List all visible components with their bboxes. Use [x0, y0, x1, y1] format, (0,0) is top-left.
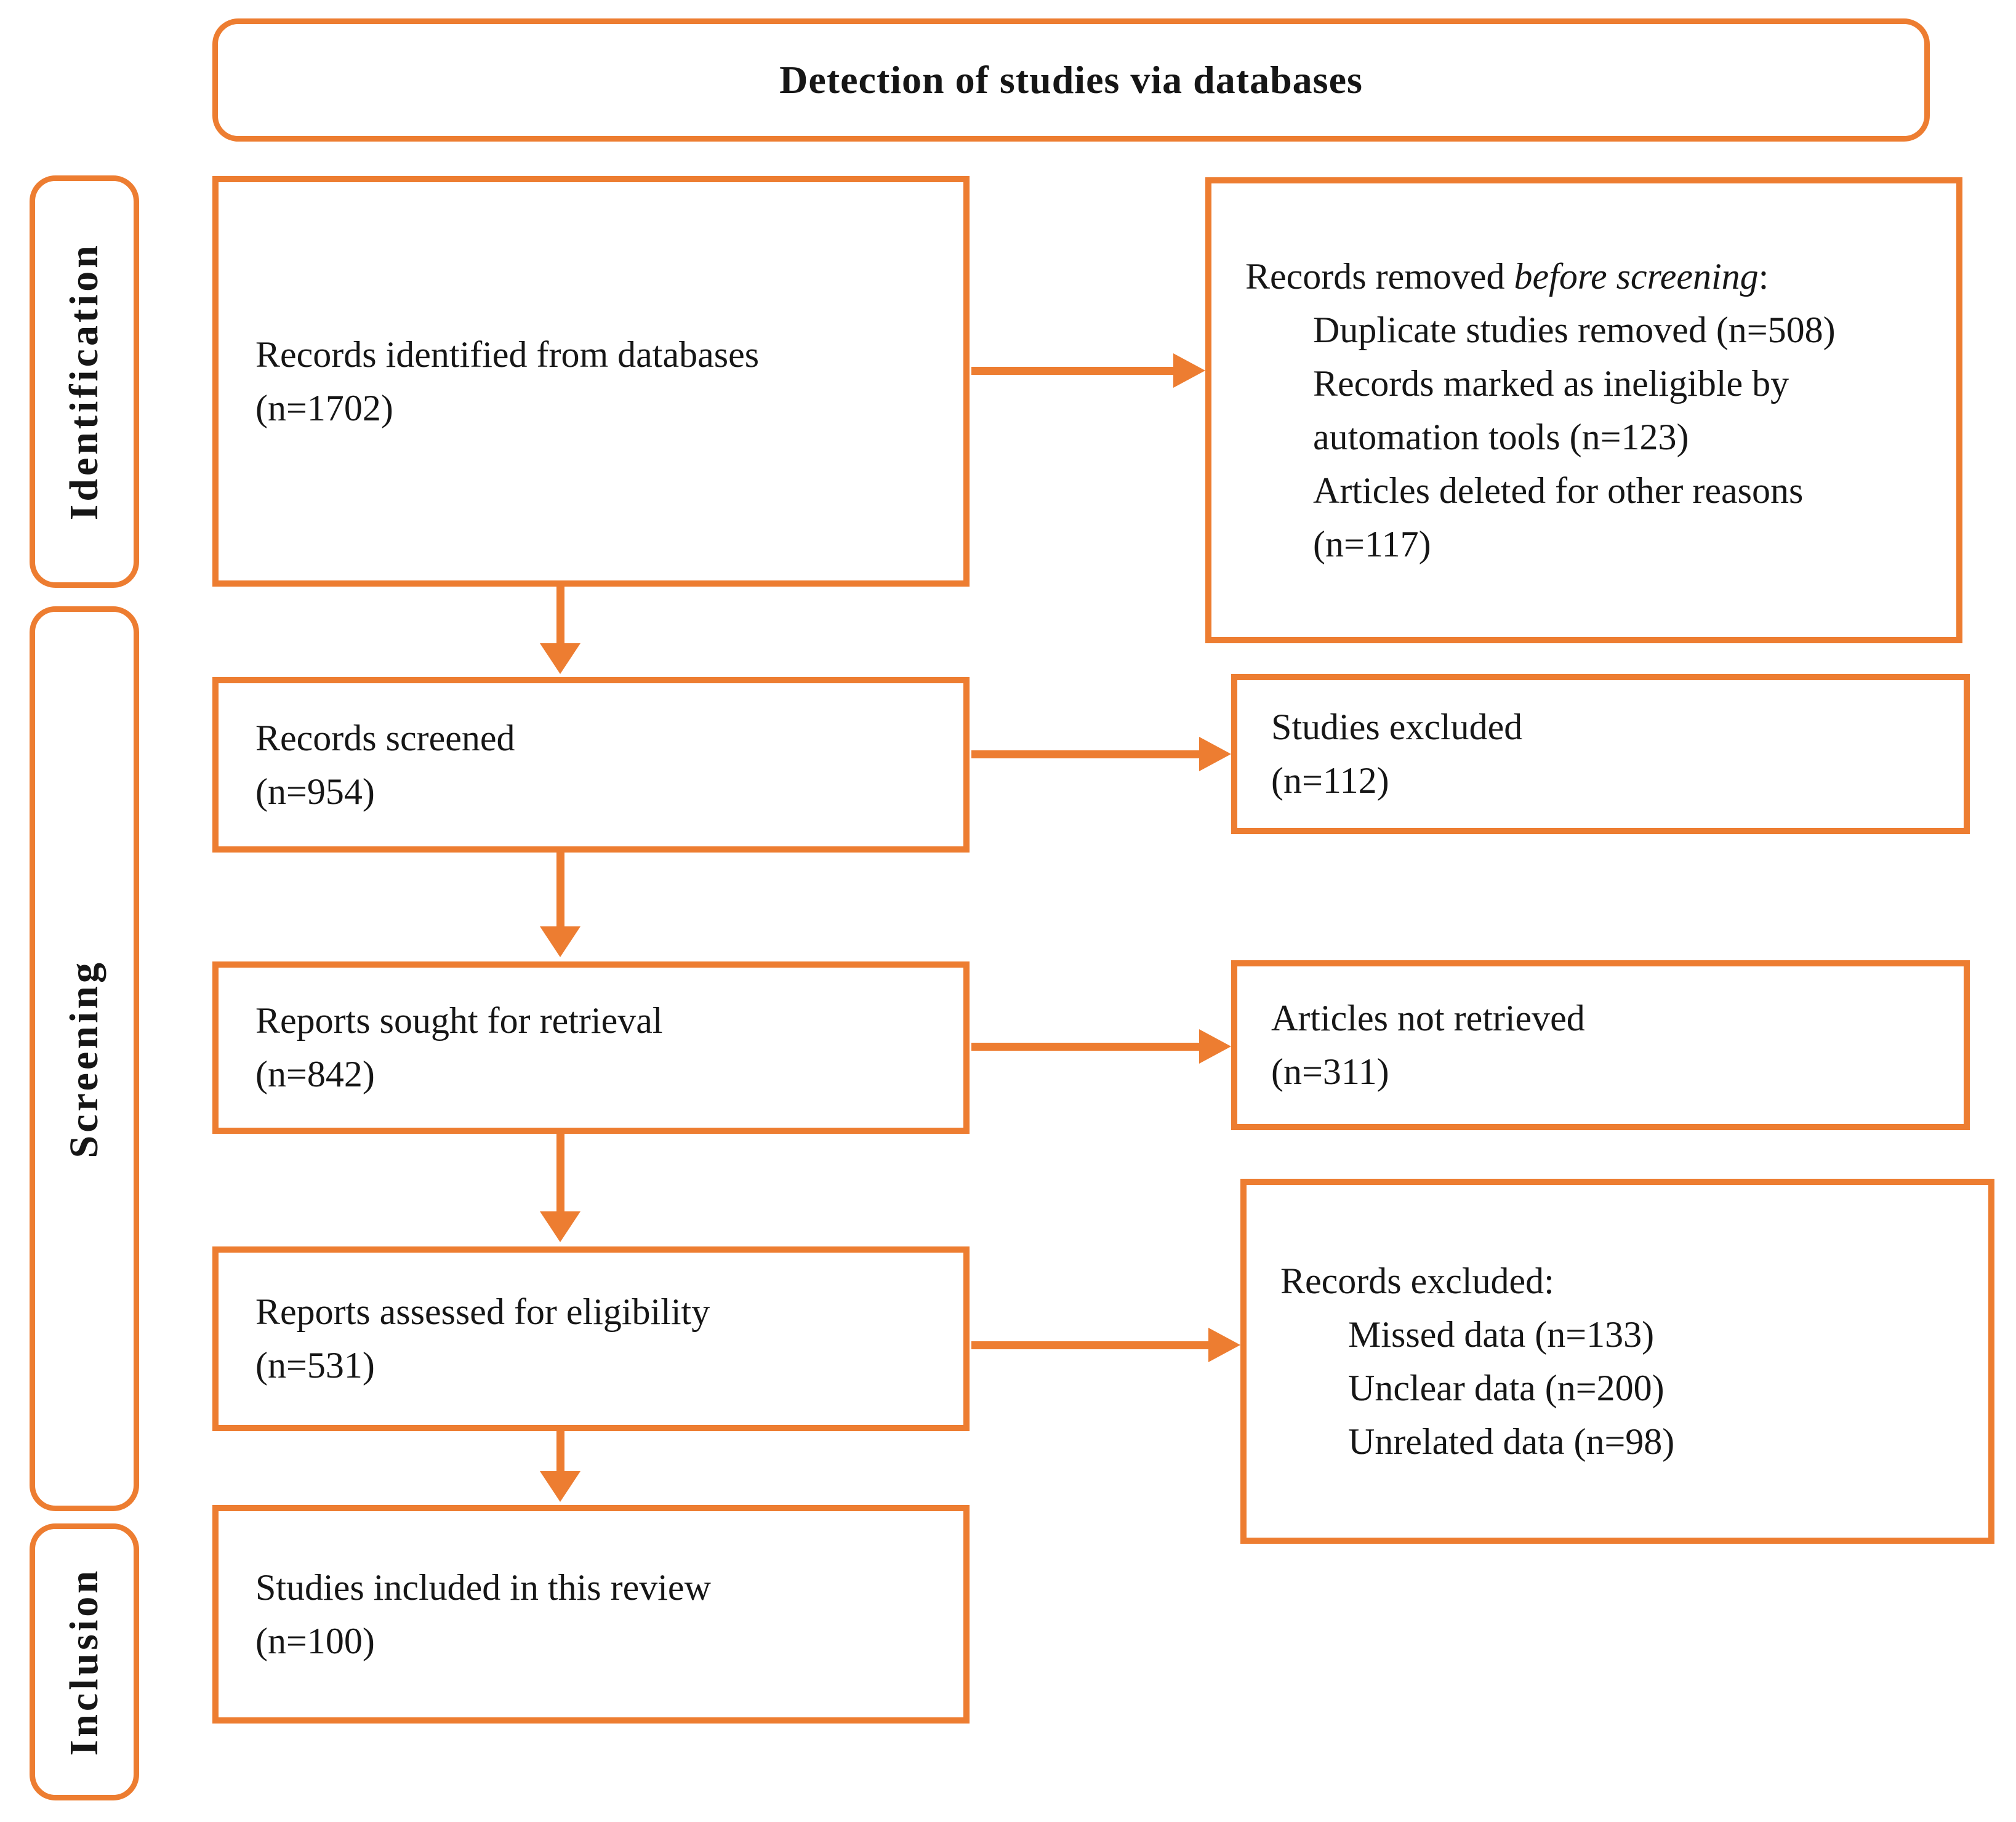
box-reports-sought: Reports sought for retrieval (n=842) — [212, 961, 970, 1134]
records-removed-heading: Records removed before screening: — [1245, 255, 1769, 297]
arrow-assessed-to-records-excluded — [971, 1328, 1240, 1362]
arrowhead-right-icon — [1208, 1328, 1240, 1362]
before-screening-italic: before screening — [1514, 255, 1759, 297]
records-excluded-heading: Records excluded: — [1280, 1260, 1554, 1301]
arrow-shaft — [556, 1431, 564, 1471]
stage-label-inclusion: Inclusion — [62, 1568, 106, 1756]
stage-label-identification: Identification — [62, 243, 106, 521]
studies-included-label: Studies included in this review — [255, 1567, 711, 1608]
arrow-assessed-to-included — [539, 1431, 582, 1502]
arrow-shaft — [971, 366, 1173, 375]
box-records-removed: Records removed before screening: Duplic… — [1205, 177, 1962, 643]
records-screened-label: Records screened — [255, 717, 515, 758]
removed-item-other-reasons: Articles deleted for other reasons (n=11… — [1313, 470, 1804, 564]
arrowhead-down-icon — [540, 643, 580, 674]
reports-sought-count: (n=842) — [255, 1054, 375, 1094]
stage-screening-box: Screening — [30, 606, 139, 1511]
stage-label-screening: Screening — [62, 959, 106, 1158]
box-records-screened: Records screened (n=954) — [212, 677, 970, 853]
arrow-shaft — [971, 1341, 1208, 1349]
arrow-shaft — [971, 1042, 1199, 1051]
title-box: Detection of studies via databases — [212, 18, 1930, 142]
studies-excluded-label: Studies excluded — [1271, 707, 1523, 747]
arrow-screened-to-sought — [539, 853, 582, 957]
arrow-shaft — [556, 1134, 564, 1211]
arrow-identified-to-screened — [539, 587, 582, 674]
box-records-excluded: Records excluded: Missed data (n=133) Un… — [1240, 1179, 1994, 1544]
arrowhead-down-icon — [540, 1471, 580, 1502]
box-studies-included: Studies included in this review (n=100) — [212, 1505, 970, 1724]
arrow-screened-to-excluded — [971, 737, 1231, 771]
studies-excluded-count: (n=112) — [1271, 760, 1389, 801]
arrowhead-right-icon — [1199, 1029, 1231, 1064]
stage-inclusion-box: Inclusion — [30, 1523, 139, 1800]
records-identified-label: Records identified from databases — [255, 334, 760, 375]
reports-assessed-label: Reports assessed for eligibility — [255, 1291, 710, 1332]
reports-sought-label: Reports sought for retrieval — [255, 1000, 663, 1041]
reports-assessed-count: (n=531) — [255, 1345, 375, 1386]
removed-item-automation: Records marked as ineligible by automati… — [1313, 363, 1789, 457]
removed-item-duplicates: Duplicate studies removed (n=508) — [1313, 309, 1836, 350]
not-retrieved-label: Articles not retrieved — [1271, 998, 1585, 1038]
records-screened-count: (n=954) — [255, 771, 375, 812]
stage-identification-box: Identification — [30, 175, 139, 588]
not-retrieved-count: (n=311) — [1271, 1051, 1389, 1092]
diagram-title: Detection of studies via databases — [779, 58, 1363, 102]
excluded-item-unrelated: Unrelated data (n=98) — [1348, 1421, 1675, 1462]
arrow-identified-to-removed — [971, 353, 1205, 388]
excluded-item-missed: Missed data (n=133) — [1348, 1314, 1655, 1355]
box-records-identified: Records identified from databases (n=170… — [212, 176, 970, 587]
arrowhead-down-icon — [540, 1211, 580, 1242]
box-reports-assessed: Reports assessed for eligibility (n=531) — [212, 1246, 970, 1431]
arrowhead-right-icon — [1199, 737, 1231, 771]
studies-included-count: (n=100) — [255, 1620, 375, 1661]
arrow-shaft — [556, 587, 564, 643]
excluded-item-unclear: Unclear data (n=200) — [1348, 1367, 1665, 1408]
arrow-shaft — [556, 853, 564, 926]
records-identified-count: (n=1702) — [255, 387, 393, 428]
arrowhead-right-icon — [1173, 353, 1205, 388]
arrow-sought-to-not-retrieved — [971, 1029, 1231, 1064]
arrowhead-down-icon — [540, 926, 580, 957]
box-articles-not-retrieved: Articles not retrieved (n=311) — [1231, 960, 1970, 1130]
arrow-sought-to-assessed — [539, 1134, 582, 1242]
box-studies-excluded: Studies excluded (n=112) — [1231, 674, 1970, 834]
arrow-shaft — [971, 750, 1199, 758]
